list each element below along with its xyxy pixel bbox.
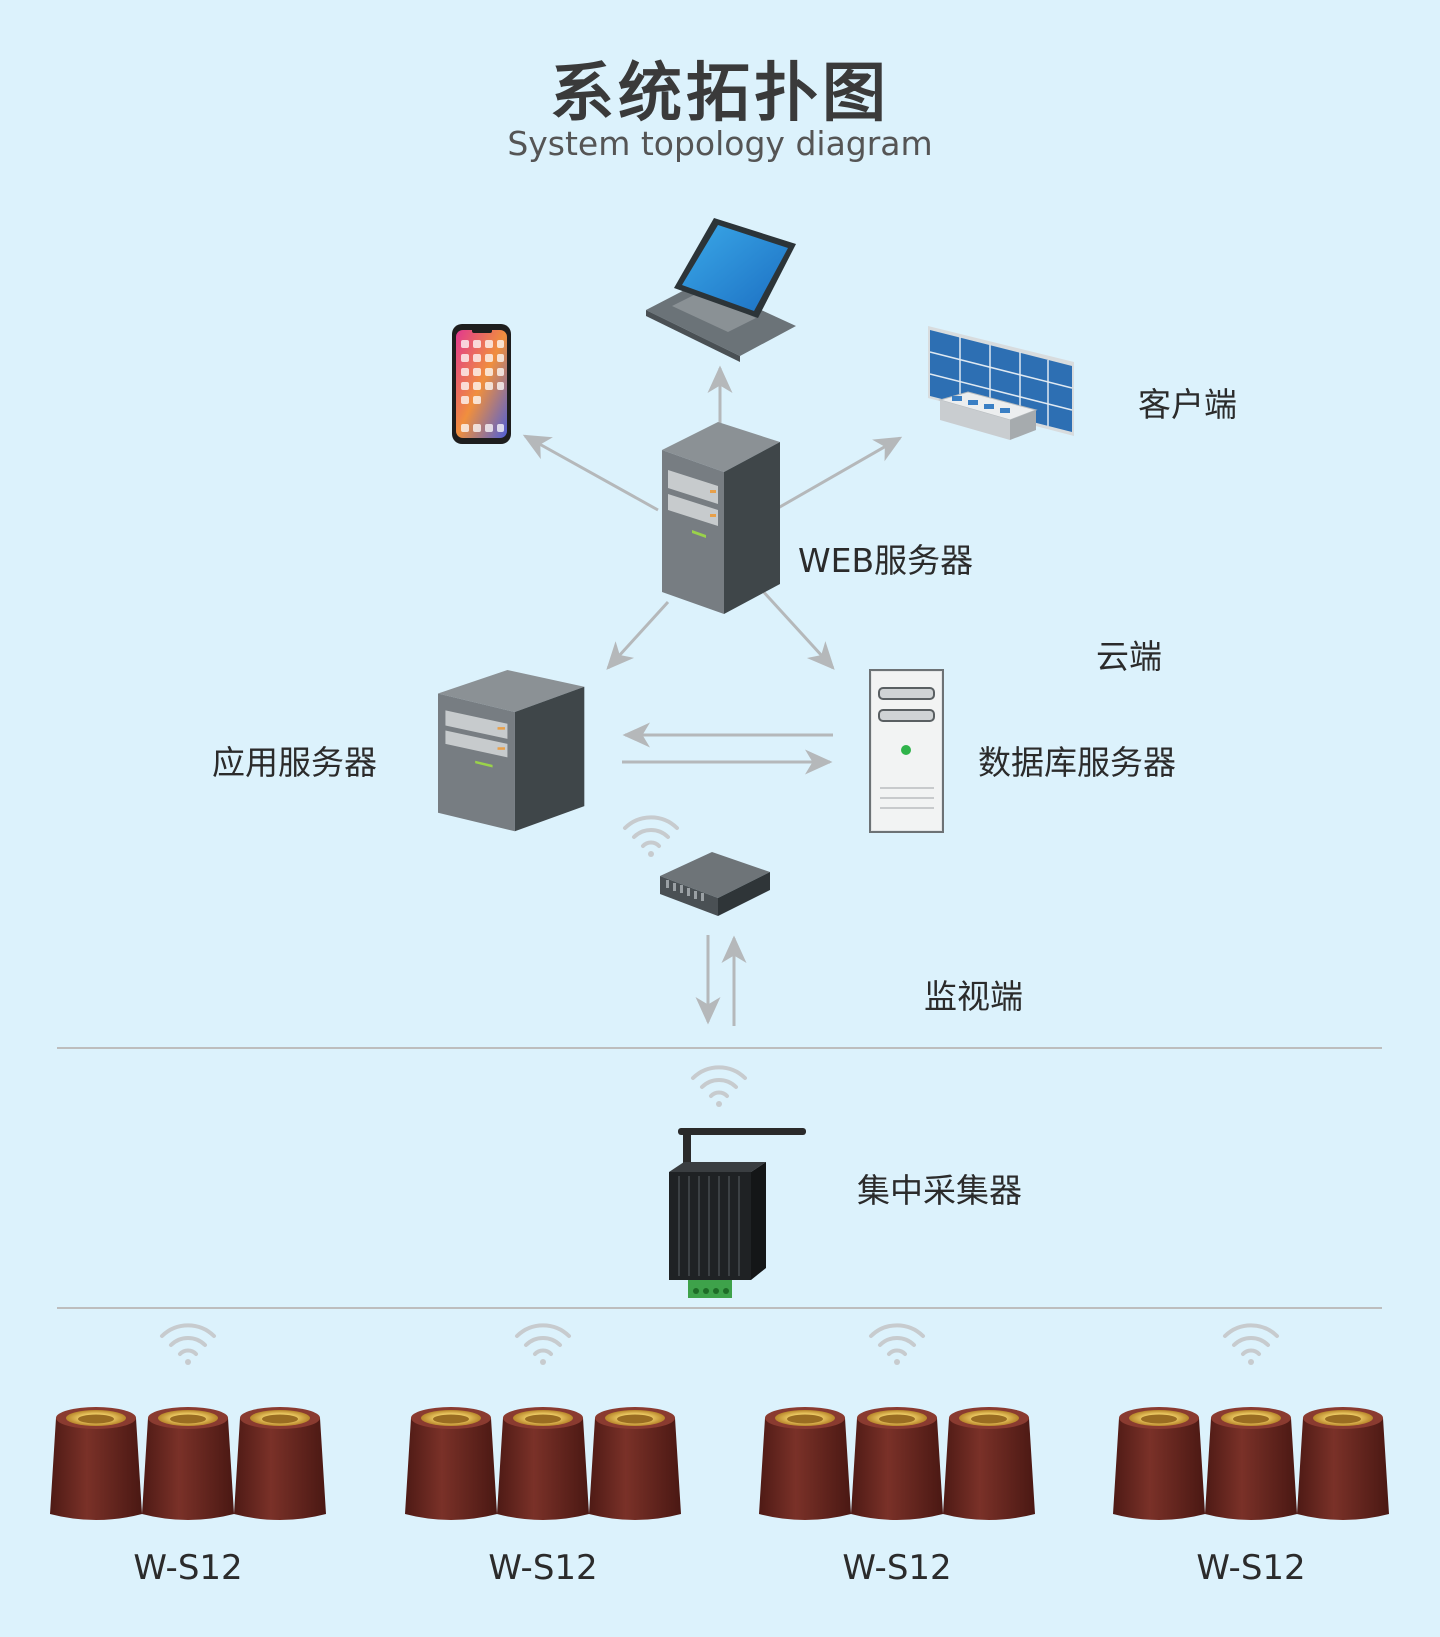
sensor-group-2 [405,1323,681,1520]
sensor-icon [1113,1407,1205,1520]
arrow-web-to-app-server [606,600,670,670]
arrow-web-to-videowall [777,436,903,510]
sensor-group-label: W-S12 [488,1548,598,1588]
sensor-wifi-icon [515,1323,571,1367]
diagram-subtitle: System topology diagram [507,124,933,163]
sensor-icon [589,1407,681,1520]
arrow-web-to-db-server [758,586,835,670]
diagram-title: 系统拓扑图 [550,57,890,131]
label-web-server: WEB服务器 [798,541,974,580]
sensor-icon [234,1407,326,1520]
video-wall-icon [928,326,1074,440]
smartphone-icon [452,324,511,444]
app-server-icon [438,670,585,832]
web-server-icon [662,422,780,614]
database-server-icon [869,669,944,833]
sensor-icon [497,1407,589,1520]
sensor-group-label: W-S12 [842,1548,952,1588]
rack-device-icon [660,852,770,916]
sensor-icon [1297,1407,1389,1520]
sensor-wifi-icon [160,1323,216,1367]
sensor-wifi-icon [1223,1323,1279,1367]
label-app-server: 应用服务器 [212,743,377,782]
sensor-group-1 [50,1323,326,1520]
sensor-icon [759,1407,851,1520]
label-monitor: 监视端 [924,977,1023,1016]
collector-device-icon [669,1128,806,1298]
arrow-web-to-phone [522,434,659,512]
sensor-icon [1205,1407,1297,1520]
sensor-wifi-icon [869,1323,925,1367]
collector-wifi-icon [691,1065,747,1109]
label-cloud: 云端 [1096,637,1162,676]
sensor-group-4 [1113,1323,1389,1520]
sensor-icon [405,1407,497,1520]
sensor-group-label: W-S12 [133,1548,243,1588]
sensor-group-label: W-S12 [1196,1548,1306,1588]
sensor-icon [943,1407,1035,1520]
monitor-wifi-icon [623,815,679,859]
label-client: 客户端 [1138,385,1237,424]
sensor-icon [851,1407,943,1520]
sensor-group-3 [759,1323,1035,1520]
laptop-icon [646,218,796,362]
label-db-server: 数据库服务器 [978,743,1176,782]
label-collector: 集中采集器 [857,1171,1022,1210]
sensor-icon [142,1407,234,1520]
sensor-icon [50,1407,142,1520]
